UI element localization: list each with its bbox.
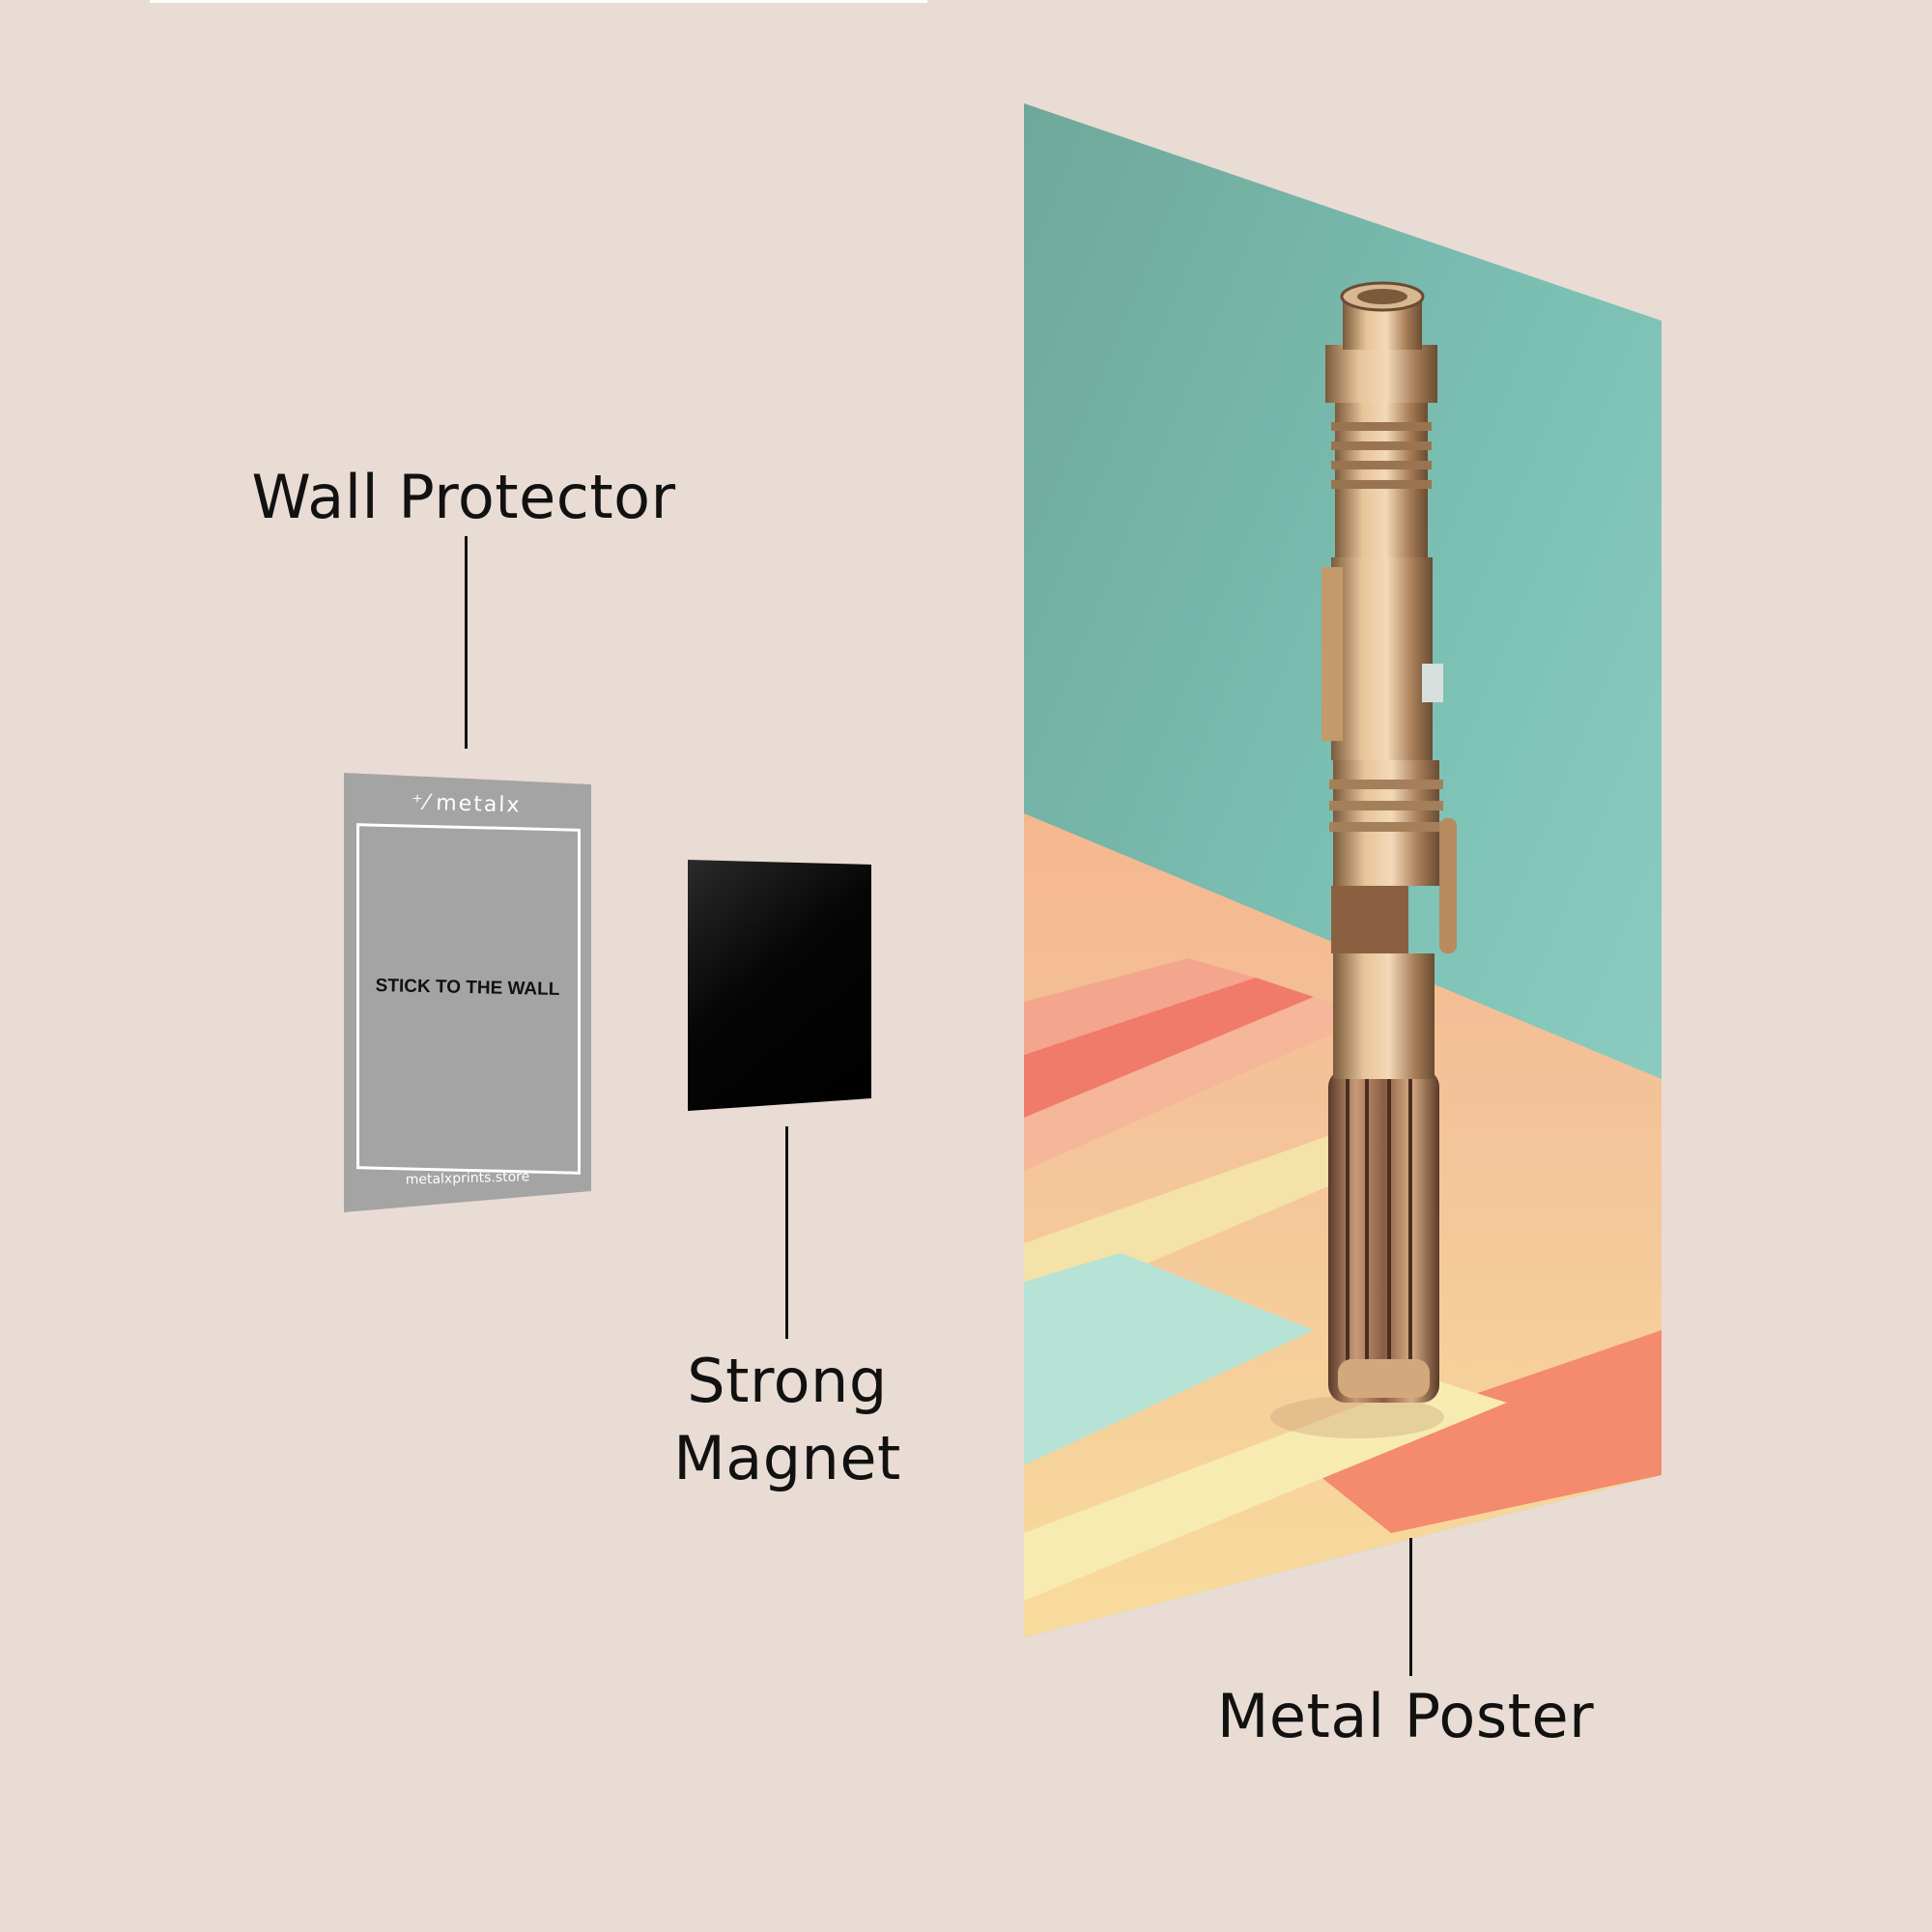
- wall-protector-card: ⁺⁄metalx STICK TO THE WALL metalxprints.…: [344, 773, 591, 1212]
- protector-url: metalxprints.store: [405, 1169, 530, 1188]
- strong-magnet-label-line1: Strong: [687, 1346, 888, 1416]
- strong-magnet-label-line2: Magnet: [673, 1423, 901, 1493]
- metal-poster-artwork: [1024, 103, 1662, 1637]
- wall-protector-leader-line: [465, 536, 468, 749]
- lightsaber-hilt: [1321, 281, 1457, 1403]
- wall-protector-label: Wall Protector: [251, 462, 676, 532]
- strong-magnet-label: Strong Magnet: [618, 1343, 956, 1497]
- metalx-logo-text: metalx: [435, 791, 522, 818]
- top-edge-strip: [150, 0, 927, 3]
- metal-poster-label: Metal Poster: [1216, 1681, 1595, 1751]
- metalx-logo-icon: ⁺⁄: [411, 790, 431, 815]
- metal-poster: [1024, 103, 1662, 1637]
- strong-magnet-sheet: [688, 860, 871, 1111]
- metal-poster-leader-line: [1409, 1538, 1412, 1676]
- metalx-logo: ⁺⁄metalx: [412, 790, 522, 817]
- strong-magnet-leader-line: [785, 1126, 788, 1339]
